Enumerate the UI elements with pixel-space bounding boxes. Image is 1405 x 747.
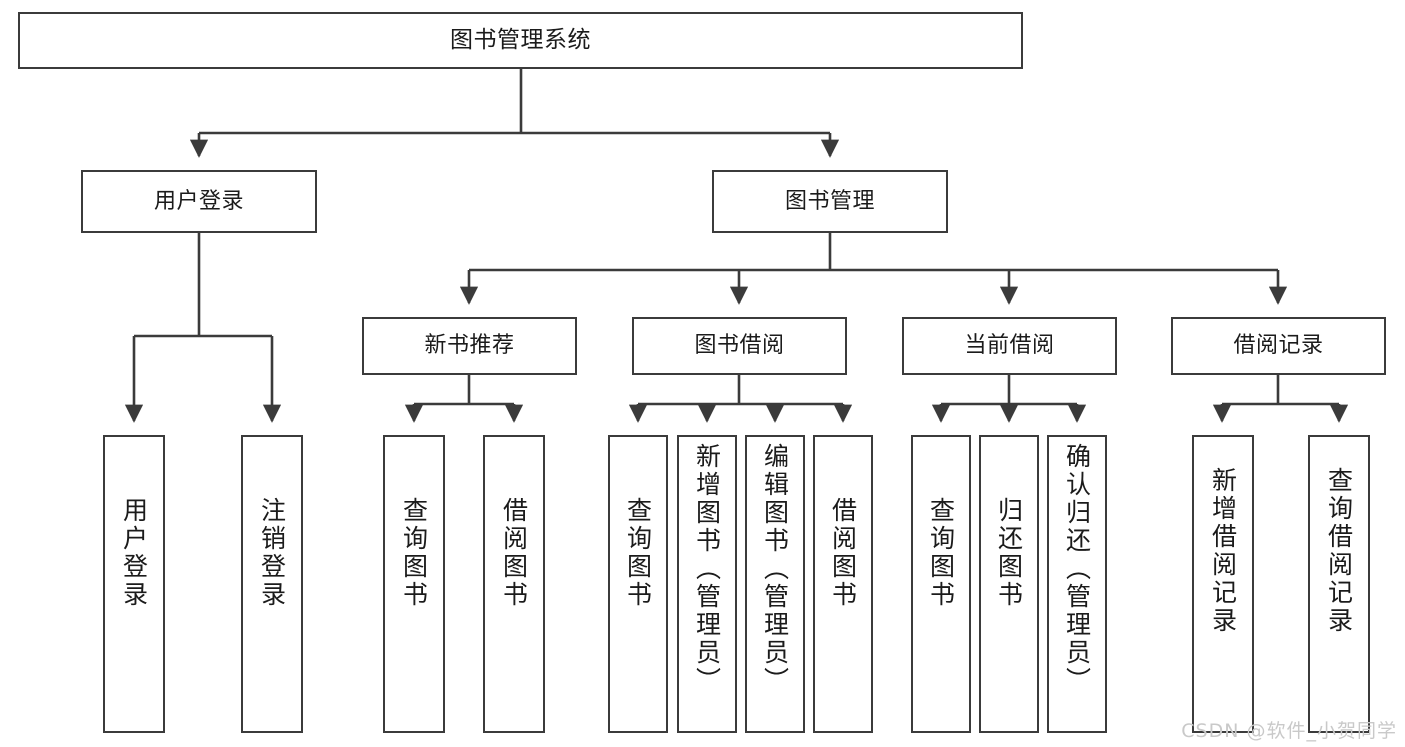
node-user-login[interactable]: 用户登录 [81,170,317,233]
node-label: 图书借阅 [694,333,785,359]
leaf-edit-book-admin[interactable]: 编辑图书（管理员） [745,435,805,733]
leaf-query-book-borrow[interactable]: 查询图书 [608,435,668,733]
leaf-confirm-return-admin[interactable]: 确认归还（管理员） [1047,435,1107,733]
node-label: 查询图书 [623,497,653,609]
leaf-borrow-book-recommend[interactable]: 借阅图书 [483,435,545,733]
csdn-watermark: CSDN @软件_小贺同学 [1181,720,1397,742]
node-label: 编辑图书（管理员） [760,443,790,695]
node-label: 借阅图书 [499,497,529,609]
node-label: 图书管理系统 [450,26,591,53]
node-label: 用户登录 [119,497,149,609]
leaf-query-book-current[interactable]: 查询图书 [911,435,971,733]
node-label: 新书推荐 [424,333,515,359]
node-label: 查询图书 [926,497,956,609]
node-label: 借阅记录 [1233,333,1324,359]
node-label: 新增图书（管理员） [692,443,722,695]
node-label: 确认归还（管理员） [1062,443,1092,695]
node-label: 新增借阅记录 [1208,467,1238,635]
node-book-management[interactable]: 图书管理 [712,170,948,233]
leaf-borrow-book[interactable]: 借阅图书 [813,435,873,733]
node-book-borrow[interactable]: 图书借阅 [632,317,847,375]
leaf-return-book[interactable]: 归还图书 [979,435,1039,733]
node-label: 查询借阅记录 [1324,467,1354,635]
node-label: 注销登录 [257,497,287,609]
node-current-borrow[interactable]: 当前借阅 [902,317,1117,375]
leaf-user-login[interactable]: 用户登录 [103,435,165,733]
node-label: 用户登录 [153,188,244,214]
leaf-add-book-admin[interactable]: 新增图书（管理员） [677,435,737,733]
leaf-query-book-recommend[interactable]: 查询图书 [383,435,445,733]
node-label: 借阅图书 [828,497,858,609]
leaf-add-borrow-record[interactable]: 新增借阅记录 [1192,435,1254,733]
node-label: 当前借阅 [964,333,1055,359]
node-root-book-management-system[interactable]: 图书管理系统 [18,12,1023,69]
leaf-query-borrow-record[interactable]: 查询借阅记录 [1308,435,1370,733]
leaf-logout[interactable]: 注销登录 [241,435,303,733]
node-new-book-recommend[interactable]: 新书推荐 [362,317,577,375]
node-borrow-record[interactable]: 借阅记录 [1171,317,1386,375]
node-label: 图书管理 [784,188,875,214]
node-label: 查询图书 [399,497,429,609]
node-label: 归还图书 [994,497,1024,609]
